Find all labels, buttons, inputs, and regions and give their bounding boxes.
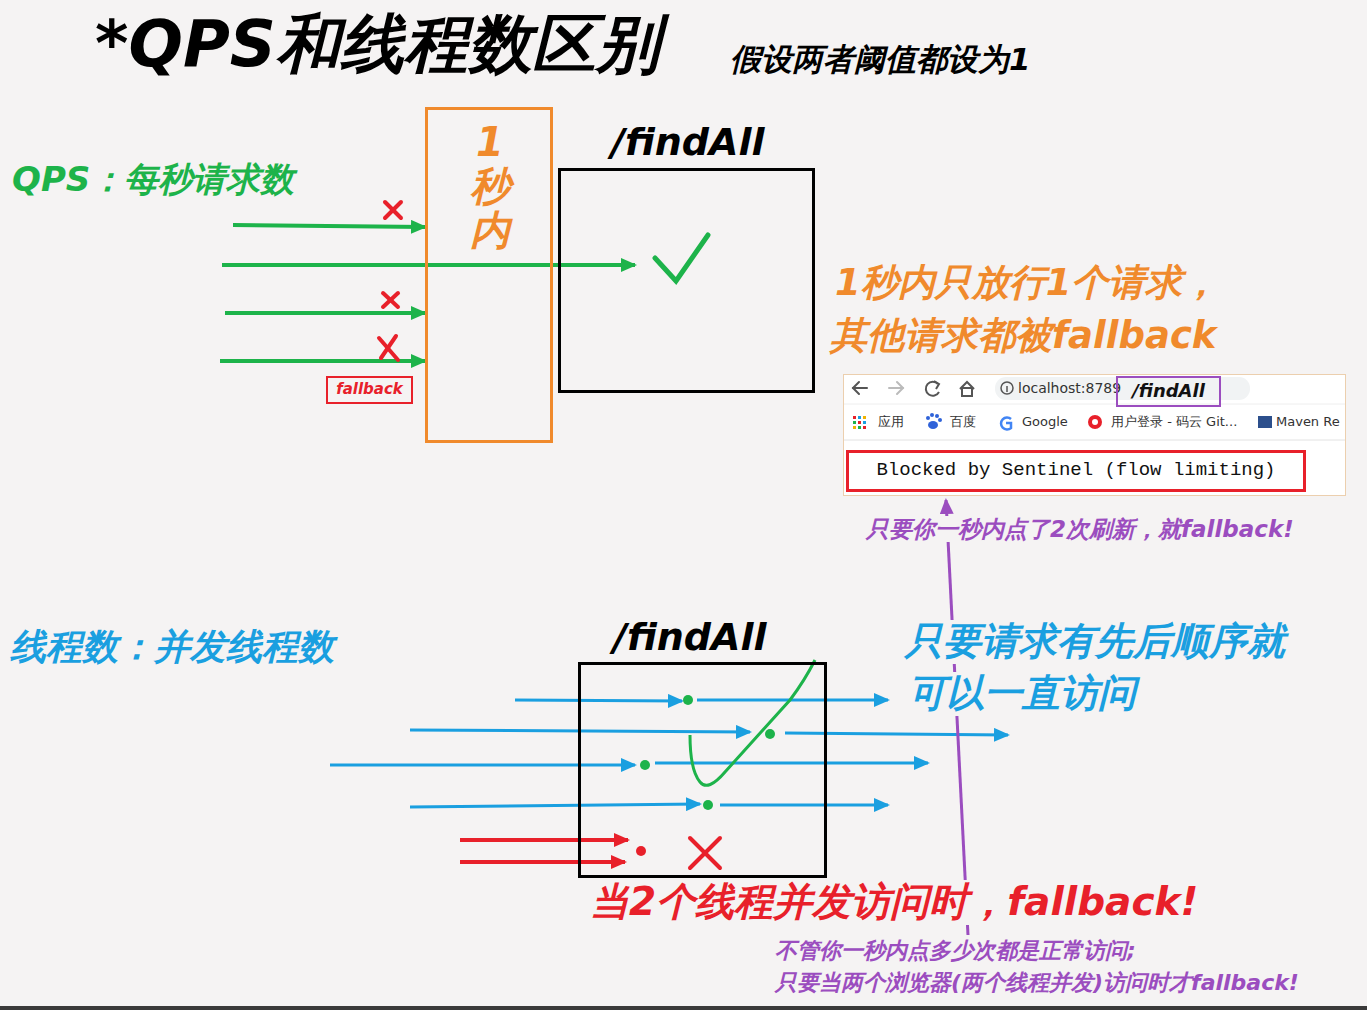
concurrent-arrows bbox=[460, 840, 628, 862]
note-label: 不管你一秒内点多少次都是正常访问; bbox=[775, 938, 1136, 963]
title: *QPS和线程数区别 bbox=[95, 8, 660, 82]
pointer-line bbox=[946, 500, 968, 935]
note-label: 1秒内只放行1个请求， bbox=[835, 262, 1220, 305]
reject-marks bbox=[379, 202, 401, 360]
browser-window: localhost:8789 应用 百度 Google 用户登录 - 码云 Git...… bbox=[843, 374, 1346, 496]
box-text: 用户登录 - 码云 Git... bbox=[1111, 415, 1237, 430]
note-label: 只要请求有先后顺序就 bbox=[905, 620, 1285, 664]
url-path-box: /findAll bbox=[1116, 376, 1221, 407]
thread-dots bbox=[636, 695, 775, 856]
note-label: 假设两者阈值都设为1 bbox=[730, 42, 1031, 78]
box-text: /findAll bbox=[1132, 381, 1205, 402]
resource-box: /findAll bbox=[578, 662, 827, 878]
resource-box: /findAll bbox=[558, 168, 815, 393]
reject-mark bbox=[690, 838, 720, 868]
box-text: 应用 bbox=[878, 415, 904, 430]
browser-frame bbox=[843, 374, 1346, 496]
sequence-stroke bbox=[690, 660, 815, 785]
thread-arrows bbox=[330, 700, 1008, 807]
box-text: localhost:8789 bbox=[1018, 380, 1121, 396]
note-label: 线程数：并发线程数 bbox=[10, 626, 334, 667]
fallback-box: fallback bbox=[326, 376, 413, 404]
vertical-text: 1秒内 bbox=[470, 120, 510, 252]
bottom-bar bbox=[0, 1006, 1367, 1010]
box-text: /findAll bbox=[611, 121, 765, 165]
box-text: /findAll bbox=[613, 616, 767, 660]
blocked-message-box: Blocked by Sentinel (flow limiting) bbox=[846, 450, 1306, 492]
box-text: Google bbox=[1022, 415, 1068, 430]
note-label: 当2个线程并发访问时，fallback! bbox=[590, 880, 1198, 925]
note-label: QPS：每秒请求数 bbox=[12, 160, 294, 199]
note-label: 其他请求都被fallback bbox=[830, 315, 1216, 358]
pass-check bbox=[655, 235, 708, 281]
time-window-box: 1秒内 bbox=[425, 107, 553, 443]
note-label: 只要你一秒内点了2次刷新，就fallback! bbox=[866, 516, 1294, 542]
box-text: 百度 bbox=[950, 415, 976, 430]
box-text: fallback bbox=[336, 381, 403, 398]
box-text: Blocked by Sentinel (flow limiting) bbox=[876, 460, 1275, 482]
box-text: Maven Re bbox=[1276, 415, 1340, 430]
note-label: 只要当两个浏览器(两个线程并发)访问时才fallback! bbox=[775, 970, 1299, 995]
note-label: 可以一直访问 bbox=[908, 672, 1136, 716]
